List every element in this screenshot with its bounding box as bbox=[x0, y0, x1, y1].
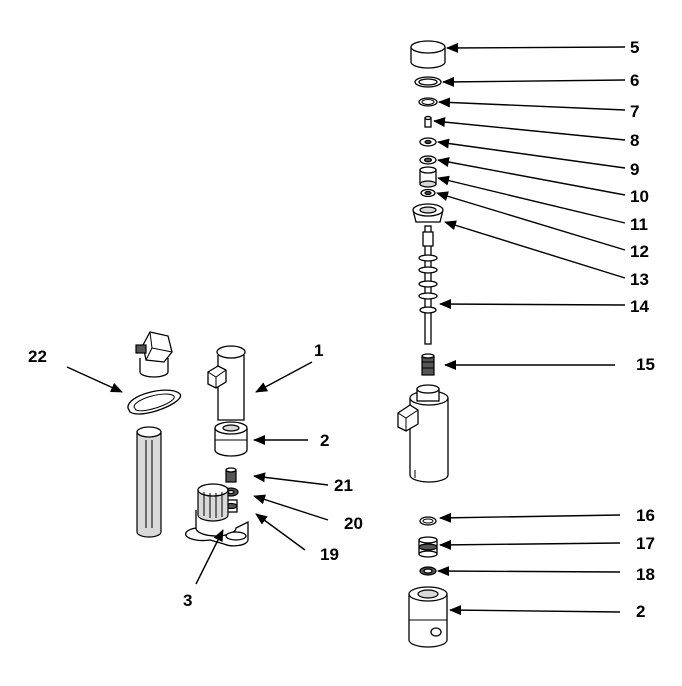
part-2-base-right bbox=[408, 586, 448, 648]
part-18-seal bbox=[419, 566, 437, 576]
callout-18: 18 bbox=[636, 565, 655, 584]
part-9-washer bbox=[419, 137, 437, 147]
callout-14: 14 bbox=[630, 297, 649, 316]
part-17-valve bbox=[418, 536, 438, 558]
part-15-spring bbox=[421, 353, 435, 376]
callout-13: 13 bbox=[630, 270, 649, 289]
callout-11: 11 bbox=[630, 215, 648, 234]
part-22-sensor bbox=[135, 331, 173, 378]
part-8-pin bbox=[424, 115, 432, 128]
callout-16: 16 bbox=[636, 506, 655, 525]
part-12-washer bbox=[420, 188, 436, 198]
callout-19: 19 bbox=[320, 545, 339, 564]
callout-6: 6 bbox=[630, 71, 639, 90]
callout-10: 10 bbox=[630, 187, 649, 206]
part-16-o-ring bbox=[419, 516, 437, 526]
part-22-gasket bbox=[127, 389, 181, 415]
callout-20: 20 bbox=[344, 514, 363, 533]
callout-22: 22 bbox=[28, 347, 47, 366]
callout-7: 7 bbox=[630, 102, 639, 121]
callout-17: 17 bbox=[636, 534, 655, 553]
part-11-spring-holder bbox=[419, 166, 437, 188]
part-14-shaft bbox=[418, 225, 438, 345]
callout-21: 21 bbox=[334, 476, 353, 495]
part-3-motor-block bbox=[184, 483, 249, 547]
part-body-cylinder bbox=[397, 384, 449, 483]
callout-3: 3 bbox=[183, 591, 192, 610]
part-5-cap bbox=[410, 40, 446, 69]
leader-arrows bbox=[66, 42, 626, 616]
part-13-housing bbox=[412, 203, 444, 223]
callout-1: 1 bbox=[314, 341, 323, 360]
callout-2-right: 2 bbox=[636, 602, 645, 621]
part-7-o-ring bbox=[418, 97, 438, 107]
callout-9: 9 bbox=[630, 160, 639, 179]
part-22-filter-tube bbox=[136, 426, 162, 538]
part-10-seal bbox=[419, 155, 437, 165]
callout-12: 12 bbox=[630, 242, 649, 261]
part-1-body bbox=[207, 345, 246, 421]
callout-15: 15 bbox=[636, 355, 655, 374]
part-2-base-left bbox=[214, 421, 248, 457]
part-21-spring bbox=[225, 467, 237, 483]
callout-8: 8 bbox=[630, 131, 639, 150]
callout-2-left: 2 bbox=[320, 431, 329, 450]
callout-5: 5 bbox=[630, 38, 639, 57]
part-6-ring bbox=[414, 76, 442, 88]
